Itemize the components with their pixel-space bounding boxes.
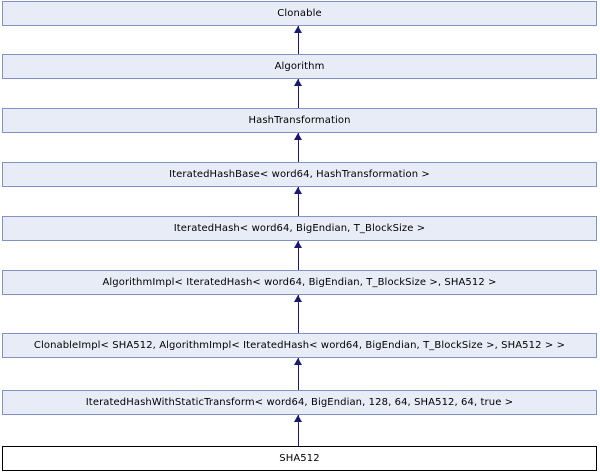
class-node-label: IteratedHash< word64, BigEndian, T_Block… <box>173 223 426 234</box>
inheritance-edge <box>298 241 299 270</box>
inheritance-edge <box>298 133 299 162</box>
class-node[interactable]: AlgorithmImpl< IteratedHash< word64, Big… <box>2 270 597 295</box>
class-node[interactable]: IteratedHash< word64, BigEndian, T_Block… <box>2 216 597 241</box>
class-node[interactable]: HashTransformation <box>2 108 597 133</box>
class-node-label: HashTransformation <box>248 115 351 126</box>
class-node-label: Clonable <box>277 8 322 19</box>
arrow-up-icon <box>294 295 302 302</box>
class-node-label: Algorithm <box>274 61 325 72</box>
class-node[interactable]: IteratedHashBase< word64, HashTransforma… <box>2 162 597 187</box>
inheritance-edge <box>298 79 299 108</box>
inheritance-edge <box>298 187 299 216</box>
arrow-up-icon <box>294 187 302 194</box>
arrow-up-icon <box>294 79 302 86</box>
inheritance-edge <box>298 295 299 333</box>
class-node-label: SHA512 <box>279 453 320 464</box>
class-node[interactable]: ClonableImpl< SHA512, AlgorithmImpl< Ite… <box>2 333 597 358</box>
class-node-label: IteratedHashBase< word64, HashTransforma… <box>169 169 430 180</box>
class-node[interactable]: IteratedHashWithStaticTransform< word64,… <box>2 390 597 415</box>
arrow-up-icon <box>294 133 302 140</box>
arrow-up-icon <box>294 241 302 248</box>
inheritance-edge <box>298 358 299 390</box>
arrow-up-icon <box>294 26 302 33</box>
arrow-up-icon <box>294 358 302 365</box>
class-node[interactable]: Clonable <box>2 1 597 26</box>
class-node-label: AlgorithmImpl< IteratedHash< word64, Big… <box>102 277 497 288</box>
class-node-current[interactable]: SHA512 <box>2 446 597 471</box>
inheritance-edge <box>298 26 299 54</box>
class-node[interactable]: Algorithm <box>2 54 597 79</box>
class-node-label: IteratedHashWithStaticTransform< word64,… <box>85 397 514 408</box>
inheritance-edge <box>298 415 299 446</box>
class-node-label: ClonableImpl< SHA512, AlgorithmImpl< Ite… <box>33 340 566 351</box>
arrow-up-icon <box>294 415 302 422</box>
